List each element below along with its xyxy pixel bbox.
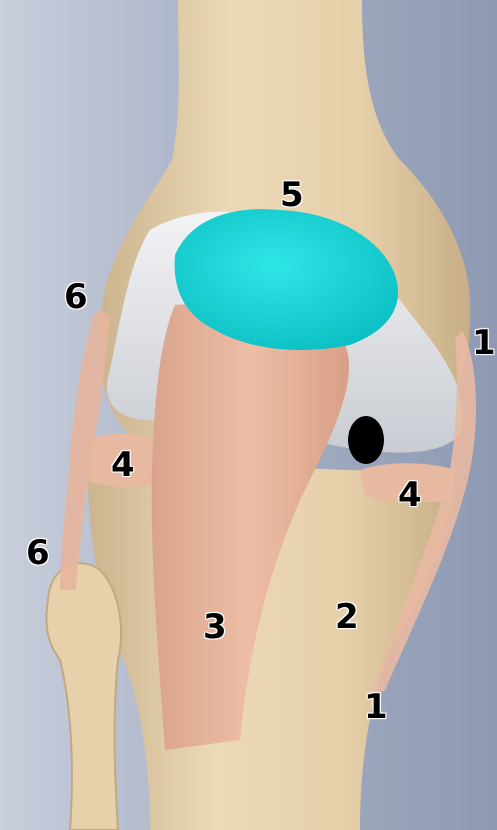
label-6-upper: 6: [64, 280, 88, 314]
label-1-upper: 1: [472, 326, 496, 360]
label-2: 2: [335, 600, 359, 634]
label-4-left: 4: [111, 448, 135, 482]
label-6-lower: 6: [26, 536, 50, 570]
label-1-lower: 1: [364, 690, 388, 724]
label-5: 5: [280, 178, 304, 212]
joint-space-hole: [348, 416, 384, 464]
label-4-right: 4: [398, 478, 422, 512]
label-3: 3: [203, 610, 227, 644]
